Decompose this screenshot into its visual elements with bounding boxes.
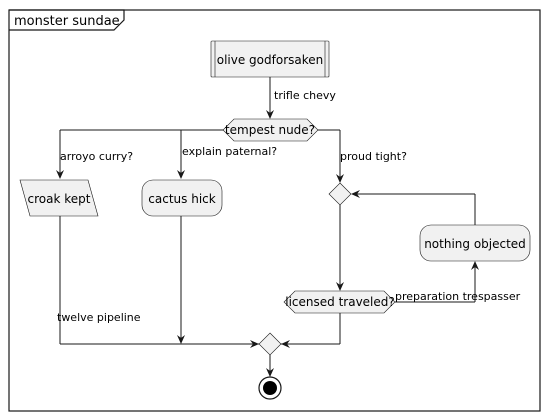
frame-title-tab: [9, 9, 125, 31]
arrow-head: [281, 340, 290, 348]
final-merge-diamond: [258, 332, 282, 356]
cactus-node: [141, 179, 223, 217]
subprocess-label: olive godforsaken: [217, 53, 324, 67]
arrow-head: [351, 190, 360, 198]
arrow-head: [336, 282, 344, 291]
arrow-head: [471, 261, 479, 270]
arrow-head: [177, 335, 185, 344]
nothing-label: nothing objected: [424, 237, 526, 251]
decision-licensed: [283, 290, 396, 314]
frame-title: monster sundae: [14, 14, 120, 29]
edge-label-twelve: twelve pipeline: [57, 311, 141, 324]
decision-tempest-label: tempest nude?: [225, 123, 315, 137]
loop-merge-diamond: [328, 182, 352, 206]
diagram-frame: [8, 9, 541, 412]
arrow-head: [266, 110, 274, 119]
edge-label-explain: explain paternal?: [182, 145, 277, 158]
edge-label-trifle: trifle chevy: [274, 89, 336, 102]
arrow-head: [56, 170, 64, 179]
croak-node: [19, 179, 99, 217]
croak-label: croak kept: [28, 192, 91, 206]
cactus-label: cactus hick: [148, 192, 215, 206]
arrow-head: [250, 340, 259, 348]
arrow-head: [266, 368, 274, 377]
end-node-outer: [258, 376, 282, 400]
edge-label-proud: proud tight?: [340, 150, 407, 163]
arrow-head: [177, 170, 185, 179]
decision-licensed-label: licensed traveled?: [285, 295, 395, 309]
end-node-inner: [263, 381, 277, 395]
edge-label-arroyo: arroyo curry?: [60, 150, 133, 163]
edge-label-preparation: preparation trespasser: [395, 290, 521, 303]
arrow-head: [336, 174, 344, 183]
